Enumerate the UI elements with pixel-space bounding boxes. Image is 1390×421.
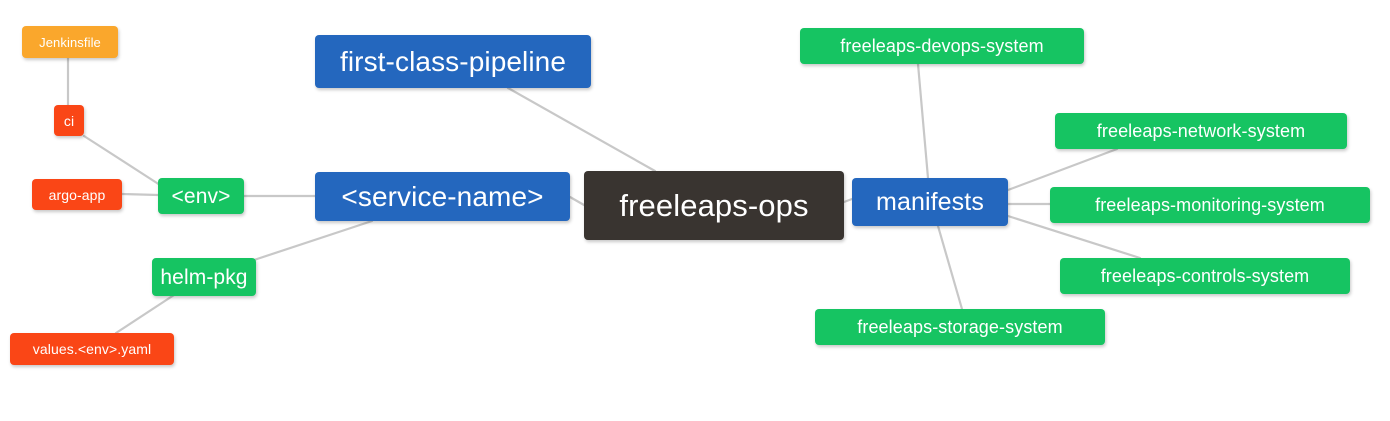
node-label: manifests — [876, 187, 984, 216]
node-label: ci — [63, 112, 75, 129]
node-argo-app[interactable]: argo-app — [32, 179, 122, 210]
node-label: freeleaps-storage-system — [857, 317, 1063, 337]
edge-service-name-helm-pkg — [252, 219, 374, 262]
node-freeleaps-monitoring-system[interactable]: freeleaps-monitoring-system — [1050, 187, 1370, 223]
edge-env-ci — [82, 134, 162, 187]
edge-helm-pkg-values-yaml — [114, 293, 176, 335]
node-label: <env> — [171, 184, 231, 208]
node-label: freeleaps-ops — [619, 188, 809, 223]
node-label: helm-pkg — [160, 265, 248, 289]
node-freeleaps-storage-system[interactable]: freeleaps-storage-system — [815, 309, 1105, 345]
edge-env-argo-app — [120, 192, 160, 197]
node-first-class-pipeline[interactable]: first-class-pipeline — [315, 35, 591, 88]
edge-manifests-devops-system — [916, 62, 930, 180]
node-label: Jenkinsfile — [39, 34, 101, 50]
node-label: freeleaps-devops-system — [840, 36, 1044, 56]
node-label: values.<env>.yaml — [32, 341, 152, 357]
edge-root-first-class-pipeline — [506, 86, 657, 173]
node-label: freeleaps-monitoring-system — [1095, 195, 1325, 215]
node-label: freeleaps-controls-system — [1100, 266, 1310, 286]
node-service-name[interactable]: <service-name> — [315, 172, 570, 221]
node-helm-pkg[interactable]: helm-pkg — [152, 258, 256, 296]
edge-root-manifests — [842, 197, 854, 204]
node-freeleaps-controls-system[interactable]: freeleaps-controls-system — [1060, 258, 1350, 294]
node-values-env-yaml[interactable]: values.<env>.yaml — [10, 333, 174, 365]
node-freeleaps-network-system[interactable]: freeleaps-network-system — [1055, 113, 1347, 149]
node-label: freeleaps-network-system — [1096, 121, 1306, 141]
node-label: argo-app — [48, 186, 106, 203]
node-manifests[interactable]: manifests — [852, 178, 1008, 226]
node-env[interactable]: <env> — [158, 178, 244, 214]
edge-root-service-name — [568, 195, 586, 207]
node-freeleaps-devops-system[interactable]: freeleaps-devops-system — [800, 28, 1084, 64]
node-label: first-class-pipeline — [339, 45, 567, 77]
node-ci[interactable]: ci — [54, 105, 84, 136]
node-freeleaps-ops[interactable]: freeleaps-ops — [584, 171, 844, 240]
edge-manifests-network-system — [1006, 147, 1119, 192]
node-label: <service-name> — [341, 180, 544, 212]
edge-manifests-storage-system — [936, 224, 964, 311]
node-jenkinsfile[interactable]: Jenkinsfile — [22, 26, 118, 58]
